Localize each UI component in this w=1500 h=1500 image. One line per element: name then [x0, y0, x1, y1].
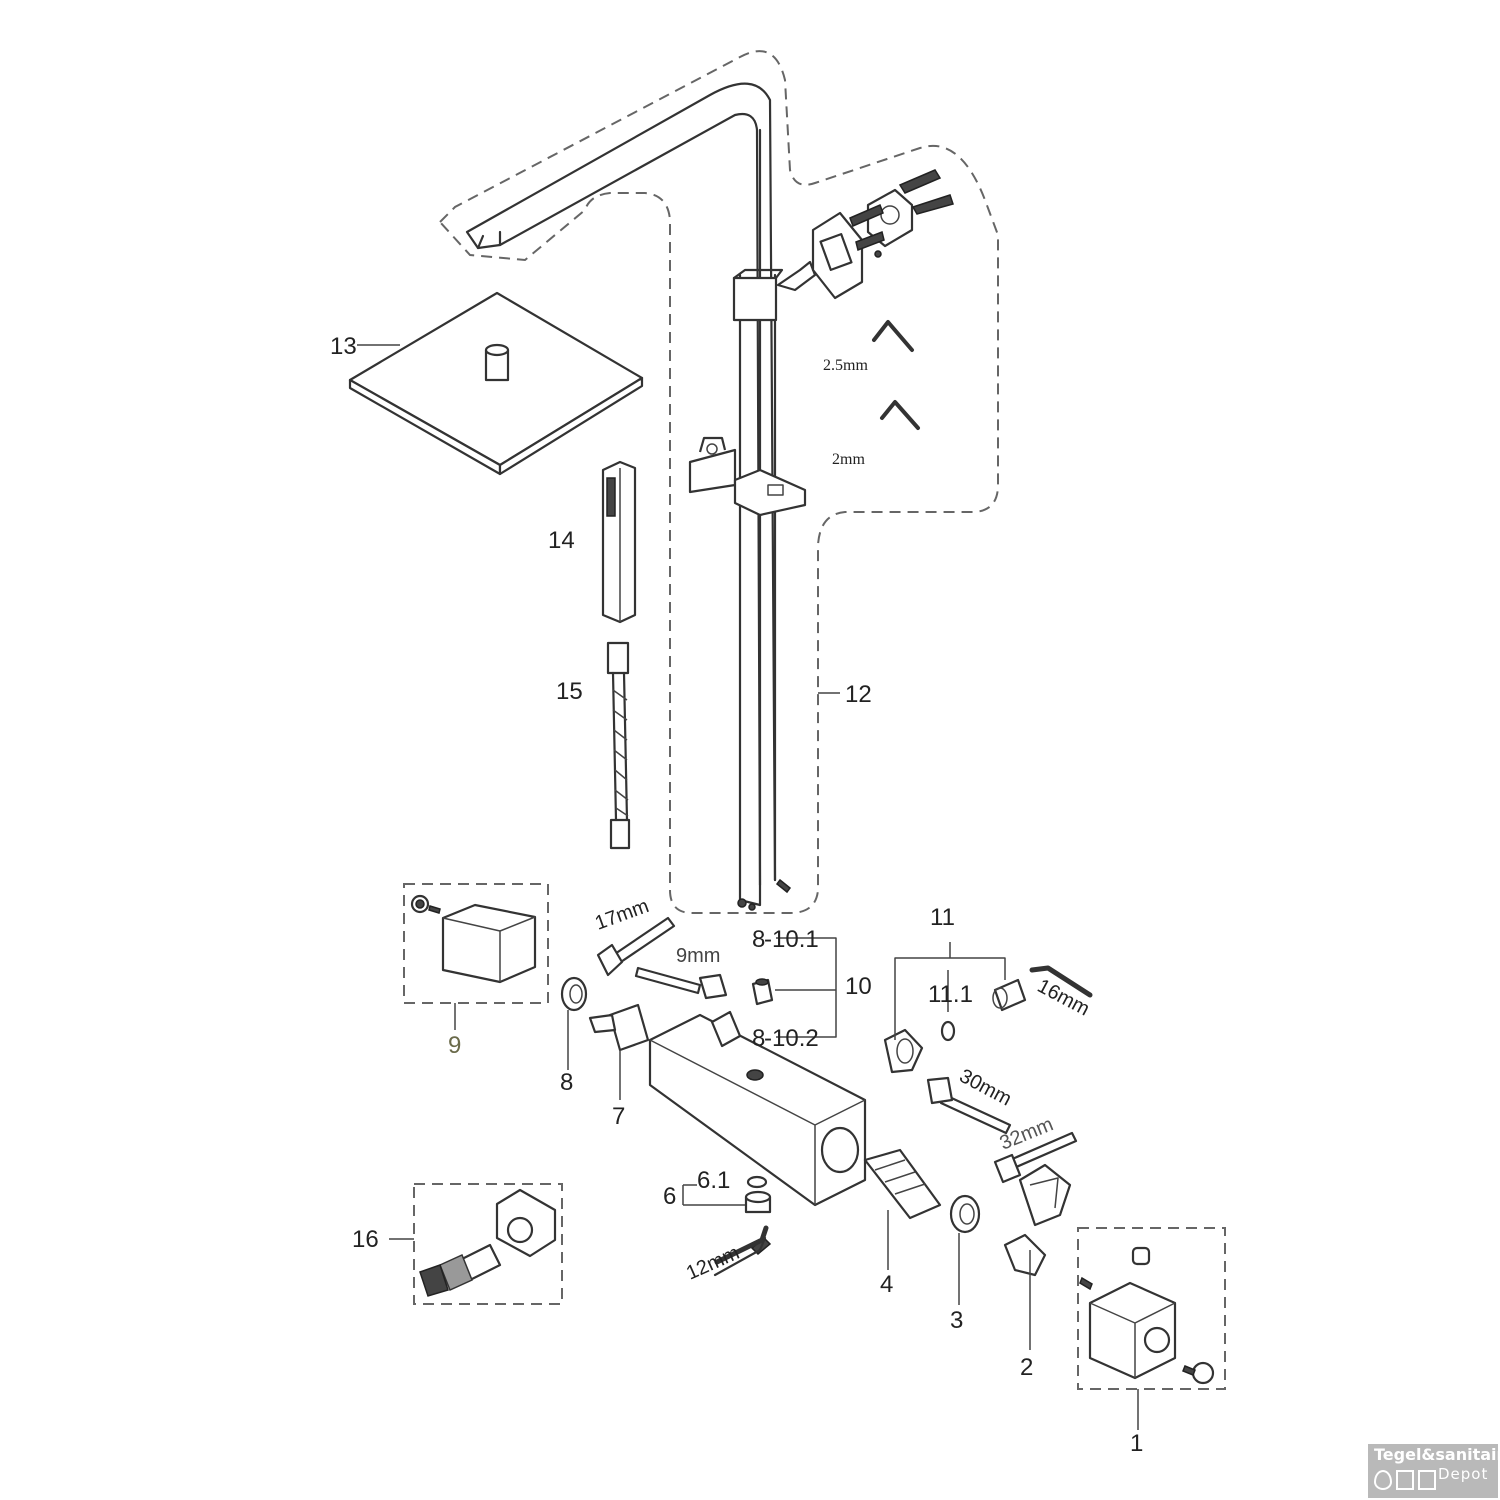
label-10-1: -10.1	[764, 926, 819, 953]
wrench-32mm-icon	[993, 1131, 1078, 1184]
part-2-lever	[1003, 1163, 1072, 1277]
riser-set-dashed-outline	[438, 50, 999, 914]
label-2: 2	[1020, 1354, 1033, 1381]
label-3: 3	[950, 1307, 963, 1334]
part-10-fittings	[751, 978, 774, 1006]
label-9: 9	[448, 1032, 461, 1059]
part-1-dashed-box	[1077, 1227, 1226, 1390]
wrench-9mm-icon	[634, 966, 728, 1000]
label-12: 12	[845, 681, 872, 708]
label-8-lower: 8	[752, 1025, 765, 1052]
dim-12mm: 12mm	[683, 1242, 743, 1285]
shower-arm	[465, 82, 777, 887]
part-6-nut	[713, 1175, 772, 1277]
s-union-set	[419, 1188, 557, 1297]
label-10-2: -10.2	[764, 1025, 819, 1052]
label-6: 6	[663, 1183, 676, 1210]
hand-shower	[601, 460, 637, 624]
cartridge-7	[588, 1003, 650, 1052]
label-4: 4	[880, 1271, 893, 1298]
label-6-1: 6.1	[697, 1167, 730, 1194]
label-8: 8	[560, 1069, 573, 1096]
thermo-cartridge-4	[863, 1148, 942, 1220]
label-1: 1	[1130, 1430, 1143, 1457]
hex-key-2mm-icon	[880, 400, 920, 430]
label-10: 10	[845, 973, 872, 1000]
label-11-1: 11.1	[928, 981, 973, 1008]
dim-2-5mm: 2.5mm	[823, 357, 868, 374]
wall-bracket	[776, 169, 954, 300]
rail-collar	[732, 276, 778, 322]
logo-brand-text: Tegel&sanitair	[1374, 1445, 1500, 1464]
wrench-17mm-icon	[596, 916, 676, 977]
hex-key-2-5mm-icon	[872, 320, 914, 352]
part-9-dashed-box	[403, 883, 549, 1004]
shower-hose	[606, 641, 631, 850]
label-15: 15	[556, 678, 583, 705]
slider-holder	[688, 436, 807, 517]
dim-16mm: 16mm	[1034, 975, 1093, 1021]
part-11-fittings	[883, 978, 1027, 1074]
temperature-handle	[410, 894, 537, 984]
label-7: 7	[612, 1103, 625, 1130]
label-16: 16	[352, 1226, 379, 1253]
hex-key-16mm-icon	[1029, 965, 1093, 998]
leader-lines	[357, 344, 1139, 1430]
brand-logo: Tegel&sanitair Depot	[1368, 1444, 1500, 1498]
tile-icon	[1396, 1470, 1414, 1490]
dim-2mm: 2mm	[832, 451, 865, 468]
grid-icon	[1418, 1470, 1436, 1490]
hex-key-12mm-icon	[714, 1225, 769, 1265]
label-8-upper: 8	[752, 926, 765, 953]
thermostat-body	[648, 1010, 867, 1207]
drop-icon	[1374, 1470, 1392, 1490]
flow-handle	[1079, 1246, 1215, 1385]
dim-9mm: 9mm	[676, 945, 720, 967]
logo-sub-text: Depot	[1438, 1465, 1489, 1483]
ring-3	[949, 1194, 981, 1234]
ring-8	[560, 976, 588, 1012]
part-16-dashed-box	[413, 1183, 563, 1305]
dim-17mm: 17mm	[592, 895, 652, 935]
label-11: 11	[930, 904, 955, 931]
overhead-shower-plate	[348, 291, 644, 476]
label-14: 14	[548, 527, 575, 554]
wrench-30mm-icon	[926, 1076, 1012, 1135]
label-13: 13	[330, 333, 357, 360]
